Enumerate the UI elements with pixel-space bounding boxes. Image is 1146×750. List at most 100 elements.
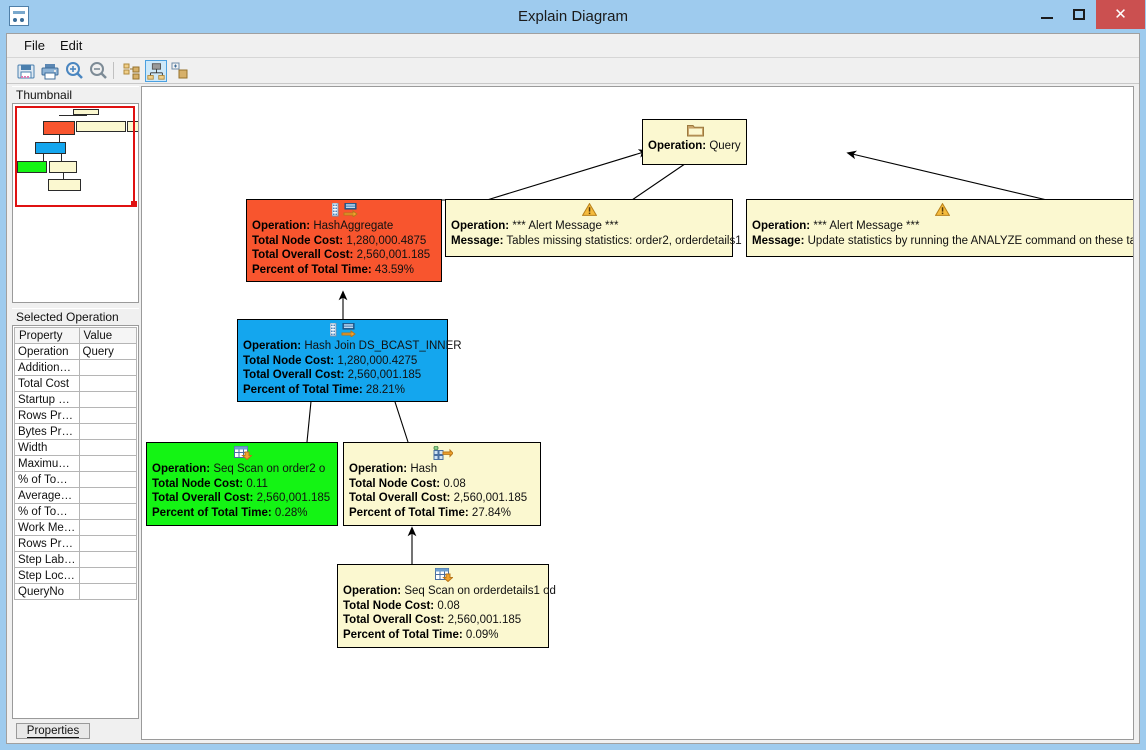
table-scan-icon — [343, 568, 544, 583]
table-row[interactable]: Rows Pr… — [14, 535, 138, 552]
zoom-in-icon[interactable] — [63, 60, 85, 82]
table-row[interactable]: Step Loc… — [14, 567, 138, 584]
expand-node-icon[interactable] — [169, 60, 191, 82]
tree-view-icon[interactable] — [121, 60, 143, 82]
value-operation: Query — [709, 140, 741, 152]
cell-property: Average… — [14, 487, 80, 504]
table-row[interactable]: Total Cost — [14, 375, 138, 392]
value-message: Tables missing statistics: order2, order… — [506, 234, 742, 247]
node-operation-row: Operation: Query — [648, 139, 742, 154]
warning-icon — [752, 202, 1133, 218]
label-operation: Operation: — [343, 585, 402, 597]
folder-icon — [648, 123, 742, 138]
thumbnail-node-alert2 — [127, 121, 138, 132]
table-row[interactable]: Step Lab… — [14, 551, 138, 568]
cell-property: Width — [14, 439, 80, 456]
print-icon[interactable] — [39, 60, 61, 82]
warning-icon — [451, 202, 728, 218]
cell-value — [78, 391, 138, 408]
value-total-overall-cost: 2,560,001.185 — [256, 492, 331, 505]
column-header-property[interactable]: Property — [14, 327, 80, 344]
join-icon — [243, 322, 443, 338]
thumbnail-resize-handle[interactable] — [131, 201, 137, 207]
diagram-node-seqscan-orderdetails1[interactable]: Operation: Seq Scan on orderdetails1 od … — [337, 564, 556, 648]
cell-value — [78, 455, 138, 472]
tab-properties[interactable]: Properties — [16, 723, 90, 739]
table-row[interactable]: Addition… — [14, 359, 138, 376]
label-total-overall-cost: Total Overall Cost: — [349, 492, 451, 505]
cell-property: Maximu… — [14, 455, 80, 472]
properties-header-row: Property Value — [14, 327, 138, 344]
label-operation: Operation: — [349, 463, 408, 475]
table-row[interactable]: Maximu… — [14, 455, 138, 472]
table-row[interactable]: % of To… — [14, 471, 138, 488]
diagram-node-alert-1[interactable]: Operation: *** Alert Message *** Message… — [445, 199, 742, 257]
maximize-button[interactable] — [1064, 0, 1094, 29]
label-operation: Operation: — [152, 463, 211, 475]
value-total-node-cost: 0.08 — [443, 477, 466, 490]
minimize-button[interactable] — [1032, 0, 1062, 29]
diagram-node-hashaggregate[interactable]: Operation: HashAggregate Total Node Cost… — [246, 199, 442, 282]
cell-property: Rows Pr… — [14, 407, 80, 424]
close-button[interactable]: ✕ — [1096, 0, 1145, 29]
value-percent-total-time: 27.84% — [471, 506, 511, 519]
label-operation: Operation: — [752, 220, 811, 232]
label-percent-total-time: Percent of Total Time: — [243, 383, 363, 396]
cell-property: % of To… — [14, 503, 80, 520]
cell-property: Addition… — [14, 359, 80, 376]
cell-value — [78, 503, 138, 520]
cell-value — [78, 471, 138, 488]
window-title: Explain Diagram — [517, 8, 629, 25]
table-row[interactable]: Bytes Pr… — [14, 423, 138, 440]
thumbnail-panel[interactable] — [12, 103, 139, 303]
table-row[interactable]: % of To… — [14, 503, 138, 520]
cell-value — [78, 439, 138, 456]
value-operation: *** Alert Message *** — [512, 220, 619, 232]
thumbnail-panel-title: Thumbnail — [12, 86, 139, 103]
cell-value — [78, 583, 138, 600]
label-operation: Operation: — [451, 220, 510, 232]
thumbnail-node-hashjoin — [35, 142, 66, 154]
label-operation: Operation: — [243, 340, 302, 352]
menu-item-edit[interactable]: Edit — [60, 38, 83, 53]
label-percent-total-time: Percent of Total Time: — [252, 263, 372, 276]
zoom-out-icon[interactable] — [87, 60, 109, 82]
cell-value — [78, 567, 138, 584]
value-operation: Seq Scan on orderdetails1 od — [404, 585, 556, 597]
save-icon[interactable] — [15, 60, 37, 82]
column-header-value[interactable]: Value — [78, 327, 138, 344]
title-bar: Explain Diagram ✕ — [0, 0, 1146, 33]
value-percent-total-time: 0.09% — [465, 628, 499, 641]
table-row[interactable]: Rows Pr… — [14, 407, 138, 424]
hash-icon — [349, 445, 536, 461]
diagram-node-hashjoin[interactable]: Operation: Hash Join DS_BCAST_INNER Tota… — [237, 319, 462, 402]
diagram-node-seqscan-order2[interactable]: Operation: Seq Scan on order2 o Total No… — [146, 442, 338, 526]
table-row[interactable]: Startup … — [14, 391, 138, 408]
diagram-node-alert-2[interactable]: Operation: *** Alert Message *** Message… — [746, 199, 1133, 257]
cell-value — [78, 551, 138, 568]
cell-value — [78, 535, 138, 552]
thumbnail-viewport-selection[interactable] — [15, 106, 135, 207]
diagram-canvas-scroll[interactable]: Operation: Query — [141, 86, 1134, 740]
diagram-view-icon[interactable] — [145, 60, 167, 82]
table-row[interactable]: QueryNo — [14, 583, 138, 600]
table-row[interactable]: Width — [14, 439, 138, 456]
diagram-node-query[interactable]: Operation: Query — [642, 119, 747, 165]
tool-bar — [7, 58, 1139, 84]
value-total-overall-cost: 2,560,001.185 — [447, 614, 522, 627]
diagram-canvas[interactable]: Operation: Query — [142, 87, 1133, 739]
cell-property: Total Cost — [14, 375, 80, 392]
thumbnail-node-seqscan-orderdetails1 — [48, 179, 81, 191]
menu-item-file[interactable]: File — [24, 38, 45, 53]
diagram-node-hash[interactable]: Operation: Hash Total Node Cost: 0.08 To… — [343, 442, 541, 526]
label-total-node-cost: Total Node Cost: — [252, 234, 344, 247]
cell-value — [78, 359, 138, 376]
cell-value — [78, 519, 138, 536]
label-message: Message: — [752, 234, 805, 247]
thumbnail-node-query — [73, 109, 99, 115]
table-row[interactable]: Work Me… — [14, 519, 138, 536]
table-row[interactable]: Average… — [14, 487, 138, 504]
